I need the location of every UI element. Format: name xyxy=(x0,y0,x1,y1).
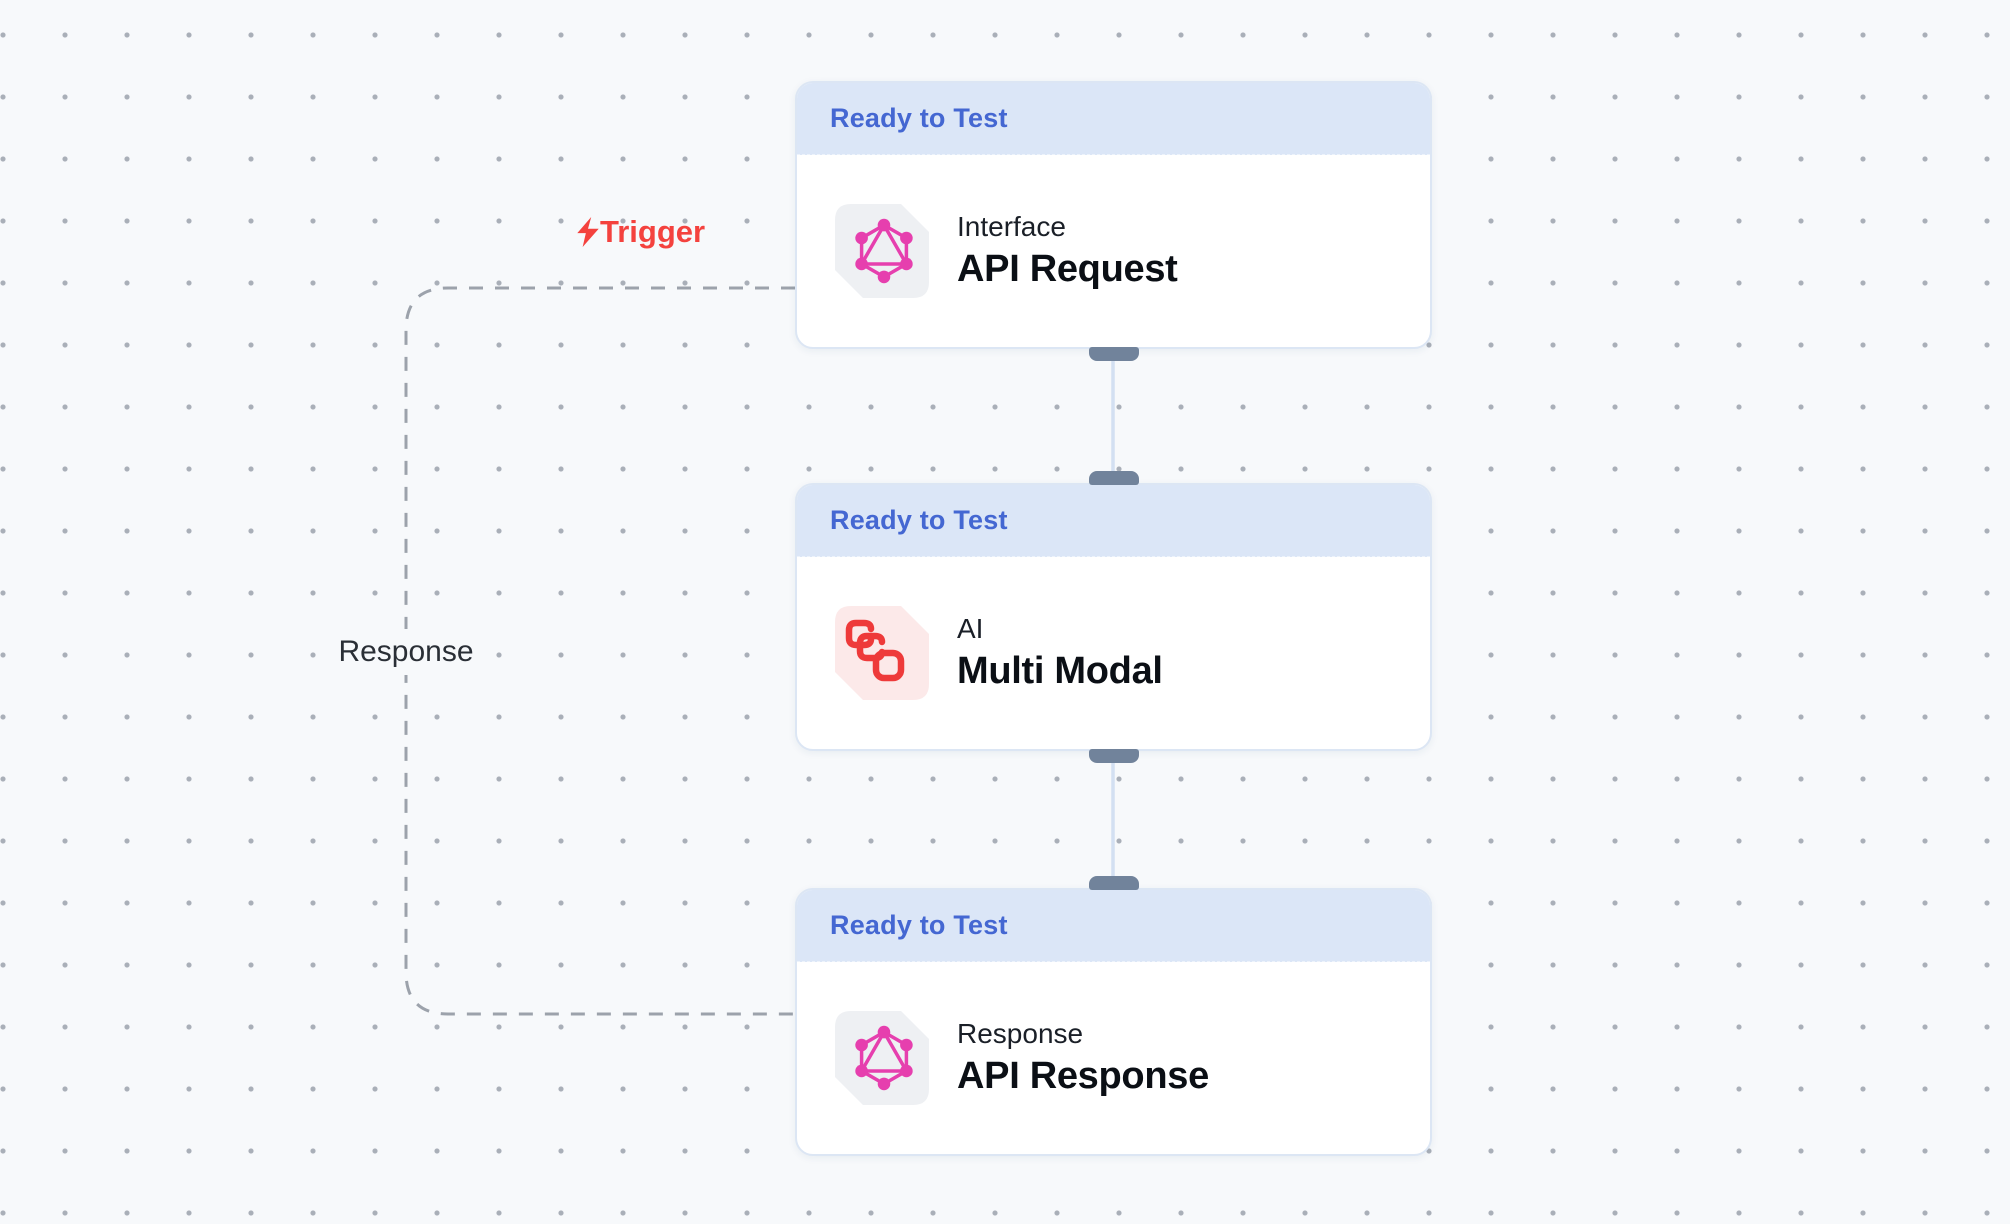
node-multi-modal[interactable]: Ready to Test AI Multi Modal xyxy=(795,471,1432,763)
status-badge: Ready to Test xyxy=(830,505,1008,535)
node-status-header: Ready to Test xyxy=(797,83,1430,155)
node-status-header: Ready to Test xyxy=(797,485,1430,557)
response-edge-label: Response xyxy=(324,629,488,675)
node-title: API Request xyxy=(957,248,1178,290)
lightning-bolt-icon xyxy=(577,217,599,247)
node-title: API Response xyxy=(957,1055,1209,1097)
input-handle[interactable] xyxy=(1088,471,1139,485)
response-label-text: Response xyxy=(338,635,474,668)
node-title: Multi Modal xyxy=(957,650,1163,692)
status-badge: Ready to Test xyxy=(830,910,1008,940)
trigger-label-text: Trigger xyxy=(600,214,706,249)
node-status-header: Ready to Test xyxy=(797,890,1430,962)
output-handle[interactable] xyxy=(1088,749,1139,763)
graphql-icon xyxy=(835,203,929,298)
node-body: AI Multi Modal xyxy=(797,557,1430,748)
multimodal-icon xyxy=(835,605,929,700)
trigger-label: Trigger xyxy=(576,214,705,250)
status-badge: Ready to Test xyxy=(830,103,1008,133)
graphql-icon xyxy=(835,1010,929,1105)
node-category: AI xyxy=(957,613,984,644)
output-handle[interactable] xyxy=(1088,347,1139,361)
node-api-response[interactable]: Ready to Test Response API Response xyxy=(795,876,1432,1156)
input-handle[interactable] xyxy=(1088,876,1139,890)
node-body: Interface API Request xyxy=(797,155,1430,346)
node-body: Response API Response xyxy=(797,962,1430,1153)
node-category: Response xyxy=(957,1018,1084,1049)
node-api-request[interactable]: Ready to Test Interface API Request xyxy=(795,81,1432,361)
node-category: Interface xyxy=(957,211,1066,242)
